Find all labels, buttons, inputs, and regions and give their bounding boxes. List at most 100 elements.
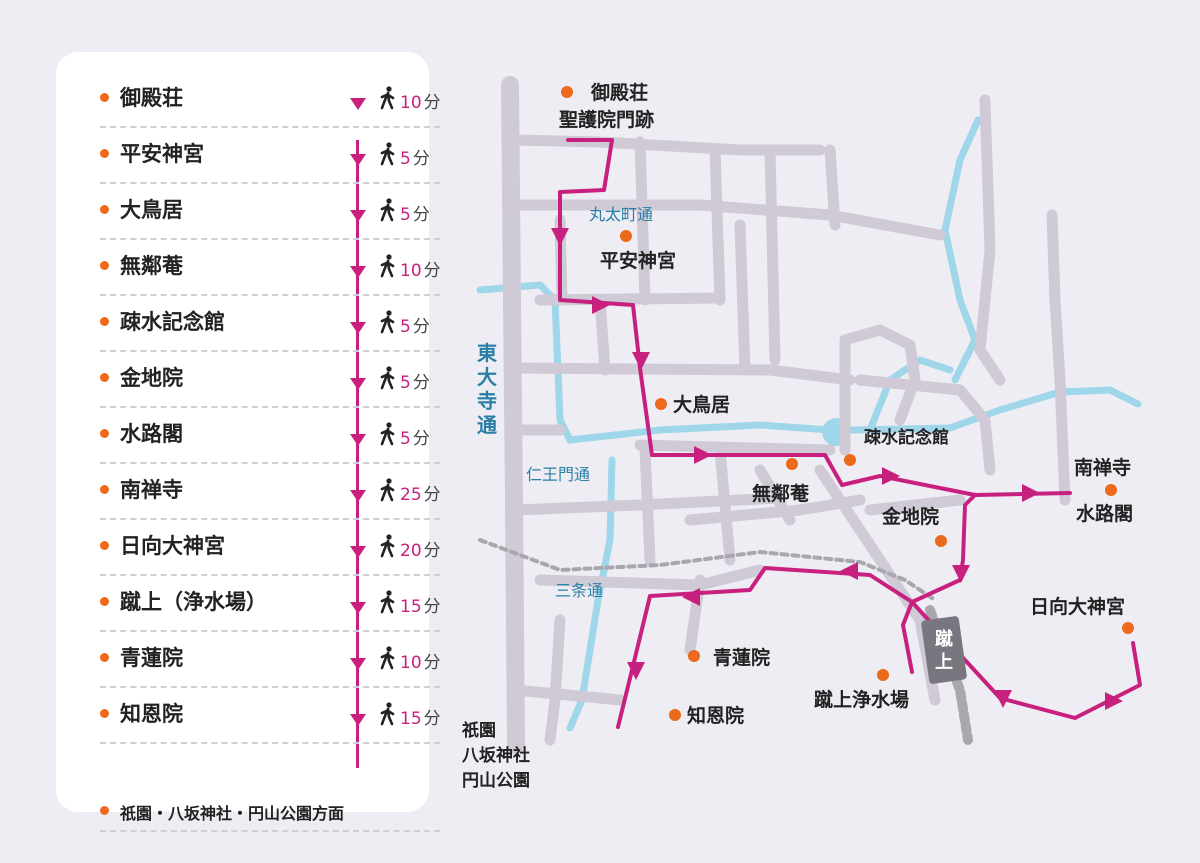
poi-dot-torii [655, 398, 667, 410]
poi-label-nanzenji: 南禅寺 [1074, 456, 1131, 479]
street-label-higashioji-2: 大 [477, 365, 497, 389]
legend-row: 蹴上（浄水場） [100, 574, 440, 632]
timeline-arrow [350, 602, 366, 614]
timeline-arrow [350, 266, 366, 278]
stop-name: 無鄰菴 [120, 254, 183, 278]
stop-name: 金地院 [120, 366, 183, 390]
minutes-unit: 分 [423, 485, 441, 505]
minutes-unit: 分 [412, 149, 430, 169]
stop-dot [100, 485, 109, 494]
poi-dot-murinan [786, 458, 798, 470]
minutes-unit: 分 [423, 709, 441, 729]
timeline-arrow [350, 714, 366, 726]
rail-line [478, 538, 937, 602]
poi-dot-chionin [669, 709, 681, 721]
river-north [941, 116, 982, 384]
poi-label-sosui: 疎水記念館 [864, 427, 949, 448]
minutes-unit: 分 [423, 653, 441, 673]
minutes-value: 10 [400, 653, 422, 673]
minutes-value: 25 [400, 485, 422, 505]
poi-dot-gotenso [561, 86, 573, 98]
legend-row: 平安神宮 [100, 126, 440, 184]
stop-name: 大鳥居 [120, 198, 183, 222]
canal-branch [866, 356, 954, 434]
minutes-unit: 分 [412, 317, 430, 337]
walking-person-icon [378, 366, 396, 390]
timeline-arrow [350, 154, 366, 166]
timeline-arrow [350, 546, 366, 558]
route-arrow [952, 565, 970, 583]
destination-row: 祇園・八坂神社・円山公園方面 [100, 800, 440, 832]
stop-dot [100, 709, 109, 718]
roads [478, 76, 1071, 754]
legend-row: 青蓮院 [100, 630, 440, 688]
stop-dot [100, 597, 109, 606]
stop-name: 平安神宮 [120, 142, 204, 166]
stop-dot [100, 149, 109, 158]
stop-dot [100, 93, 109, 102]
minutes-unit: 分 [423, 93, 441, 113]
walking-person-icon [378, 198, 396, 222]
route-arrow [551, 228, 569, 246]
minutes-value: 20 [400, 541, 422, 561]
minutes-unit: 分 [412, 205, 430, 225]
minutes-value: 5 [400, 429, 411, 449]
street-label-sanjo: 三条通 [555, 581, 603, 600]
poi-label-himukai: 日向大神宮 [1030, 595, 1125, 618]
legend-row: 疎水記念館 [100, 294, 440, 352]
poi-labels: 御殿荘 聖護院門跡 平安神宮 大鳥居 無鄰菴 疎水記念館 南禅寺 水路閣 金地院… [461, 81, 1133, 791]
street-label-niomon: 仁王門通 [526, 465, 590, 484]
legend-row: 御殿荘 [100, 70, 440, 128]
poi-label-maruyama: 円山公園 [462, 771, 530, 791]
minutes-unit: 分 [412, 429, 430, 449]
walking-person-icon [378, 310, 396, 334]
walking-person-icon [378, 590, 396, 614]
walking-person-icon [378, 86, 396, 110]
legend-row: 無鄰菴 [100, 238, 440, 296]
poi-label-chionin: 知恩院 [687, 704, 744, 727]
minutes-unit: 分 [423, 541, 441, 561]
destination-dot [100, 806, 109, 815]
minutes-value: 10 [400, 93, 422, 113]
walking-person-icon [378, 254, 396, 278]
route-arrow [840, 562, 858, 580]
legend-row: 知恩院 [100, 686, 440, 744]
poi-dot-sosui [844, 454, 856, 466]
higashioji-road [501, 76, 525, 754]
street-label-higashioji-3: 寺 [477, 389, 497, 413]
minutes-unit: 分 [423, 261, 441, 281]
street-label-marutamachi: 丸太町通 [589, 205, 653, 224]
walking-person-icon [378, 422, 396, 446]
minutes-value: 15 [400, 709, 422, 729]
route-arrow [1022, 484, 1040, 502]
walking-person-icon [378, 646, 396, 670]
poi-label-heian: 平安神宮 [600, 249, 676, 272]
timeline-arrow [350, 490, 366, 502]
walking-person-icon [378, 702, 396, 726]
route-arrow [592, 296, 610, 314]
poi-dot-nanzenji [1105, 484, 1117, 496]
poi-label-keage-plant: 蹴上浄水場 [814, 688, 909, 711]
canal-east [846, 386, 1142, 434]
poi-label-shorenin: 青蓮院 [713, 646, 770, 669]
poi-label-gotenso: 御殿荘 [590, 81, 648, 104]
stop-dot [100, 373, 109, 382]
poi-label-murinan: 無鄰菴 [752, 482, 810, 505]
stop-name: 知恩院 [120, 702, 183, 726]
poi-label-shogoin: 聖護院門跡 [559, 108, 654, 131]
minutes-value: 15 [400, 597, 422, 617]
route-arrow [632, 352, 650, 370]
route-timeline-line [356, 140, 359, 768]
stop-dot [100, 261, 109, 270]
poi-dot-heian [620, 230, 632, 242]
